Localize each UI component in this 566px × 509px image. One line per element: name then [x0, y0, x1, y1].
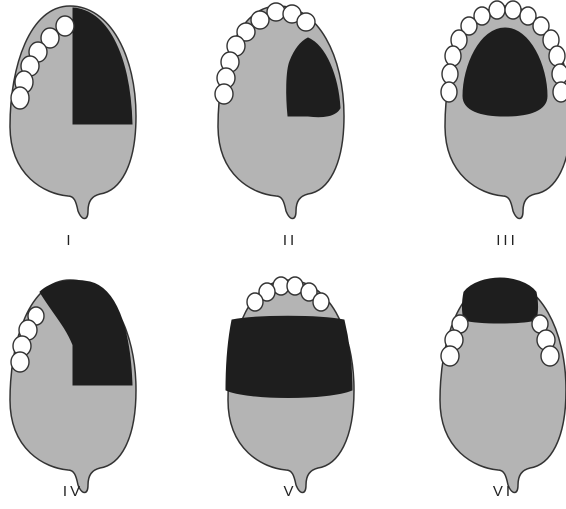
- panel-6: [440, 278, 566, 493]
- panel-label-4: IV: [63, 483, 83, 500]
- panel-label-3: III: [496, 232, 518, 249]
- panel-label-1: I: [66, 232, 73, 249]
- panel-label-5: V: [283, 483, 296, 500]
- panel-5: [226, 277, 354, 493]
- panel-4: [10, 280, 136, 493]
- panel-label-6: VI: [493, 483, 513, 500]
- panel-label-2: II: [283, 232, 297, 249]
- defect-transverse: [226, 316, 352, 397]
- defect-left-half: [73, 8, 132, 124]
- panel-3: [441, 1, 566, 219]
- defect-anterior: [463, 278, 538, 323]
- panel-2: [215, 3, 344, 219]
- panel-1: [10, 6, 136, 219]
